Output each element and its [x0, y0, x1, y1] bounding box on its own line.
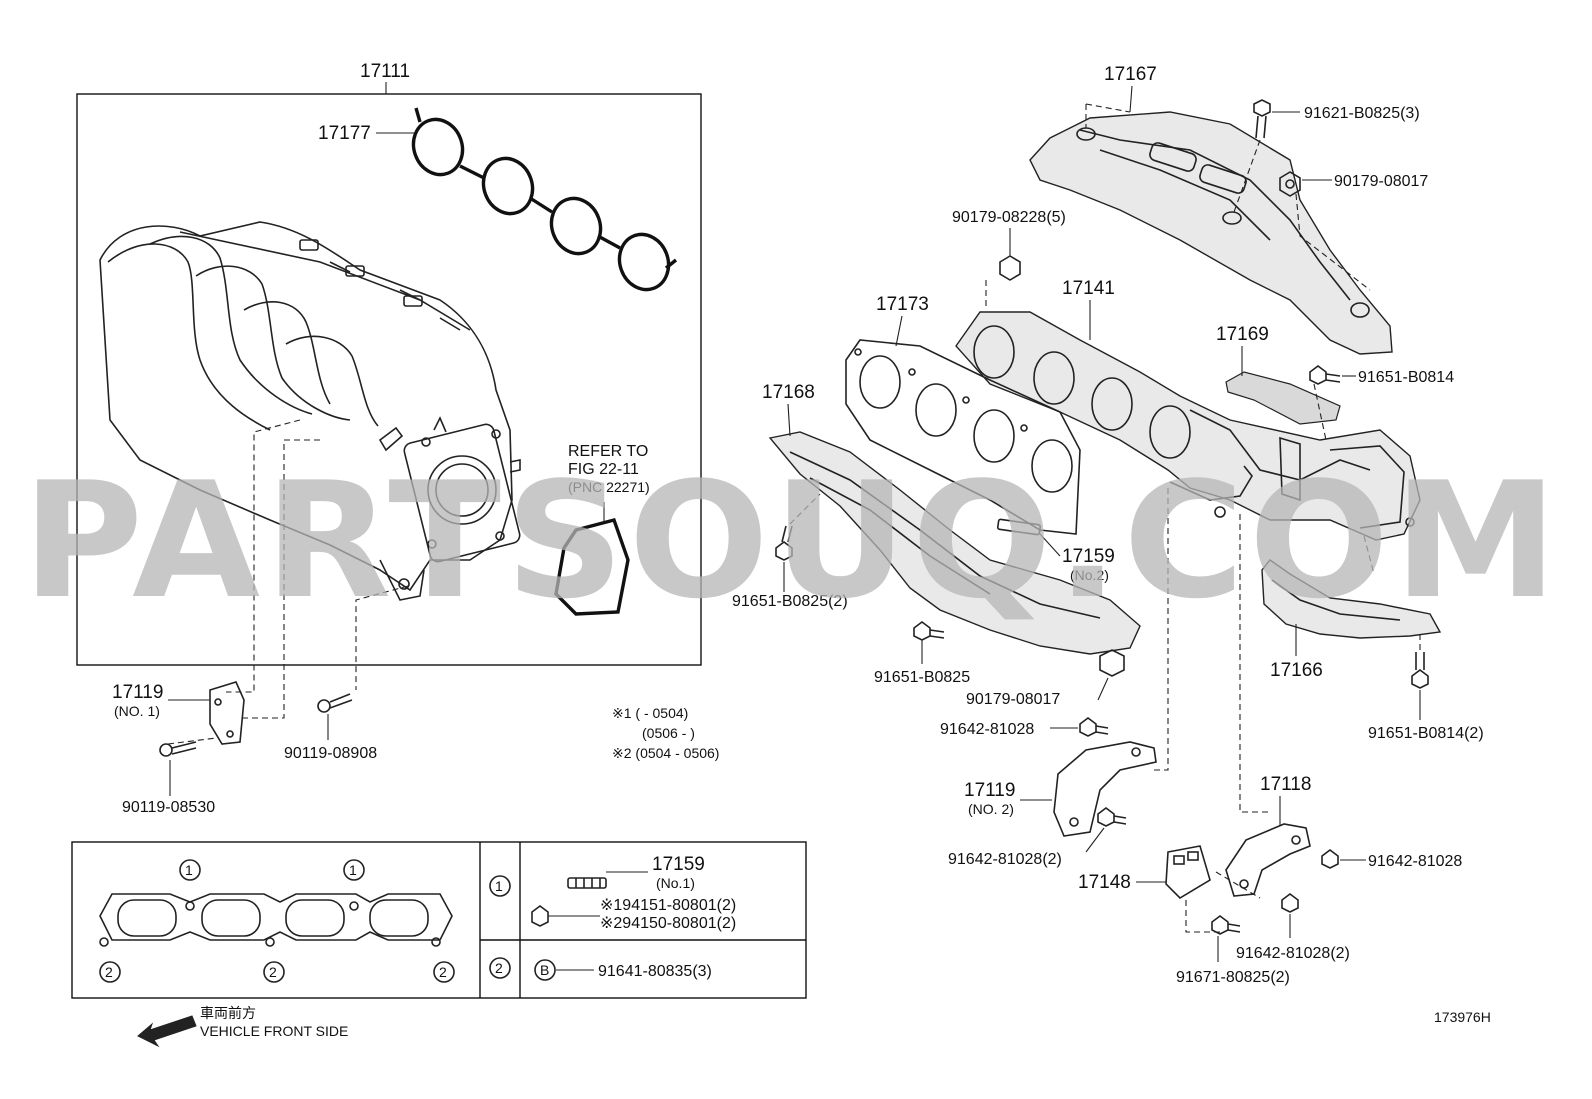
heat-insulator-17167[interactable]	[1029, 103, 1393, 355]
table-label-94151[interactable]: ※194151-80801(2)	[600, 897, 736, 914]
label-17141[interactable]: 17141	[1062, 278, 1115, 299]
nut-94151-94150[interactable]	[531, 905, 549, 927]
label-90179-08017-top[interactable]: 90179-08017	[1334, 173, 1428, 190]
table-label-17159[interactable]: 17159	[652, 854, 705, 875]
bolt-90119-08908[interactable]	[317, 693, 353, 713]
label-91642-81028-upper[interactable]: 91642-81028	[940, 721, 1034, 738]
label-17118[interactable]: 17118	[1260, 774, 1311, 795]
bracket-17119-no2[interactable]	[1053, 741, 1157, 837]
refer-line3: (PNC 22271)	[568, 479, 650, 495]
label-17167[interactable]: 17167	[1104, 64, 1157, 85]
label-91621-b0825[interactable]: 91621-B0825(3)	[1304, 105, 1420, 122]
nut-90179-08017-lower[interactable]	[1099, 649, 1125, 677]
exhaust-manifold-17141[interactable]	[955, 311, 1421, 541]
bracket-17118[interactable]	[1225, 823, 1311, 897]
heat-insulator-17168[interactable]	[768, 431, 1141, 655]
label-91651-b0825-2[interactable]: 91651-B0825(2)	[732, 593, 848, 610]
label-17166[interactable]: 17166	[1270, 660, 1323, 681]
svg-text:1: 1	[349, 862, 357, 878]
label-17148[interactable]: 17148	[1078, 872, 1131, 893]
svg-text:2: 2	[105, 964, 113, 980]
label-91651-b0814[interactable]: 91651-B0814	[1358, 369, 1454, 386]
stud-17159-no2[interactable]	[996, 518, 1042, 536]
label-17169[interactable]: 17169	[1216, 324, 1269, 345]
table-row2-marker: 2	[495, 960, 503, 976]
label-17168[interactable]: 17168	[762, 382, 815, 403]
label-17119-no2-sub: (NO. 2)	[968, 801, 1014, 817]
table-label-91641[interactable]: 91641-80835(3)	[598, 963, 712, 980]
vehicle-front-jp: 車両前方	[200, 1005, 256, 1021]
label-90119-08530[interactable]: 90119-08530	[122, 799, 215, 816]
label-90179-08017-lower[interactable]: 90179-08017	[966, 691, 1060, 708]
table-label-94150[interactable]: ※294150-80801(2)	[600, 915, 736, 932]
stud-17159-no1[interactable]	[567, 877, 607, 889]
bolt-91621-b0825[interactable]	[1253, 99, 1271, 139]
bolt-91642-81028-2-left[interactable]	[1097, 807, 1127, 827]
svg-text:2: 2	[269, 964, 277, 980]
label-17119-no1[interactable]: 17119	[112, 682, 163, 703]
label-90179-08228[interactable]: 90179-08228(5)	[952, 209, 1066, 226]
label-91642-81028-2-left[interactable]: 91642-81028(2)	[948, 851, 1062, 868]
label-91642-81028-2-right[interactable]: 91642-81028(2)	[1236, 945, 1350, 962]
intake-manifold-frame	[76, 93, 702, 666]
label-17111[interactable]: 17111	[360, 61, 410, 82]
bolt-91651-b0814[interactable]	[1309, 365, 1341, 385]
svg-text:2: 2	[439, 964, 447, 980]
bolt-91642-81028-2-right[interactable]	[1281, 893, 1299, 913]
bolt-91651-b0825[interactable]	[913, 621, 945, 641]
bolt-91642-81028-right[interactable]	[1321, 849, 1339, 869]
label-17159-no2-sub: (No.2)	[1070, 567, 1109, 583]
note-1b: (0506 - )	[642, 725, 695, 741]
head-gasket-sketch: 1 1 2 2 2	[99, 859, 455, 983]
bolt-91651-b0825-2[interactable]	[775, 525, 793, 561]
note-2: ※2 (0504 - 0506)	[612, 745, 719, 761]
refer-line2: FIG 22-11	[568, 461, 639, 478]
plate-17148[interactable]	[1165, 845, 1211, 900]
label-91651-b0814-2[interactable]: 91651-B0814(2)	[1368, 725, 1484, 742]
intake-manifold-17111[interactable]	[99, 221, 521, 601]
label-90119-08908[interactable]: 90119-08908	[284, 745, 377, 762]
label-91651-b0825[interactable]: 91651-B0825	[874, 669, 970, 686]
label-17119-no1-sub: (NO. 1)	[114, 703, 160, 719]
gasket-reference-table: 1 1 2 2 2 1 2 17159 (No.1) ※194151-80801…	[71, 841, 807, 999]
label-91671-80825[interactable]: 91671-80825(2)	[1176, 969, 1290, 986]
bolt-91651-b0814-2[interactable]	[1411, 652, 1429, 689]
heat-insulator-17169[interactable]	[1225, 371, 1341, 425]
watermark-text: PARTSOUQ.COM	[22, 447, 1562, 634]
bolt-91671-80825[interactable]	[1211, 915, 1241, 935]
label-17119-no2[interactable]: 17119	[964, 780, 1015, 801]
figure-code: 173976H	[1434, 1009, 1491, 1025]
throttle-gasket-refer[interactable]	[554, 502, 630, 616]
label-17177[interactable]: 17177	[318, 123, 371, 144]
vehicle-front-arrow	[137, 1015, 197, 1048]
table-bolt-marker: B	[540, 962, 549, 978]
manifold-gasket-17173[interactable]	[845, 339, 1081, 535]
refer-line1: REFER TO	[568, 443, 648, 460]
table-label-17159-sub: (No.1)	[656, 875, 695, 891]
bolt-91642-81028-upper[interactable]	[1079, 717, 1109, 737]
heat-insulator-17166[interactable]	[1261, 559, 1442, 639]
label-91642-81028-right[interactable]: 91642-81028	[1368, 853, 1462, 870]
label-17173[interactable]: 17173	[876, 294, 929, 315]
svg-text:1: 1	[185, 862, 193, 878]
intake-manifold-group: 17111 17177	[76, 61, 702, 745]
gasket-17177[interactable]	[406, 107, 678, 297]
label-17159-no2[interactable]: 17159	[1062, 546, 1115, 567]
table-row1-marker: 1	[495, 878, 503, 894]
bolt-90119-08530[interactable]	[159, 741, 197, 757]
nut-90179-08017-top[interactable]	[1279, 171, 1301, 197]
nut-90179-08228[interactable]	[999, 255, 1021, 281]
bracket-17119-no1[interactable]	[209, 681, 245, 745]
note-1a: ※1 ( - 0504)	[612, 705, 688, 721]
vehicle-front-en: VEHICLE FRONT SIDE	[200, 1023, 348, 1039]
